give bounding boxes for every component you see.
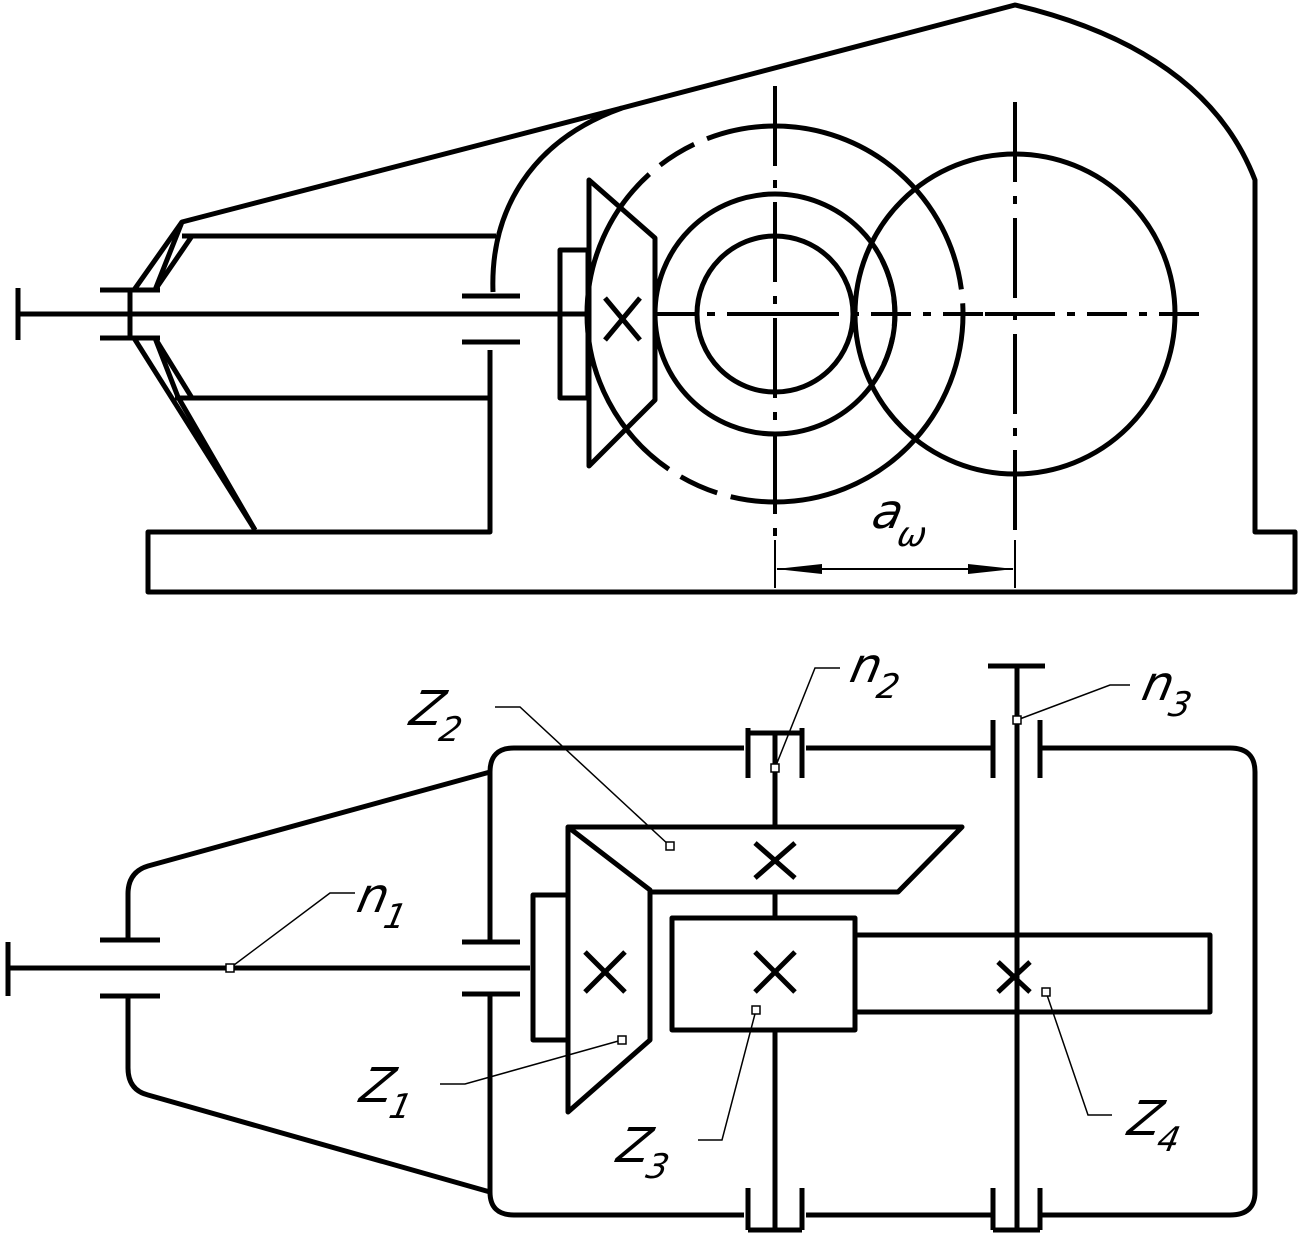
marker-n3 [1012,715,1022,725]
pinion-axis-cross-b [603,296,642,342]
z1-cross-b [583,950,627,994]
plan-input-housing-outline [125,769,491,1195]
leader-n3 [1016,684,1130,721]
plan-housing-outline [487,745,1258,1218]
plan-pinion-hub [530,892,571,1043]
marker-z4 [1041,987,1051,997]
z2-cross-b [753,841,797,880]
bevel-pinion [586,177,658,469]
plan-bevel-pinion-z1 [565,824,653,1115]
center-distance-dimension [774,540,1016,588]
label-n3: n3 [1135,656,1202,724]
label-z1: Z1 [351,1058,422,1126]
marker-n1 [225,963,235,973]
label-n2: n2 [843,638,910,706]
input-flange-outer-lower [131,336,258,532]
leader-n2 [774,667,840,769]
leader-z1 [440,1039,623,1085]
z3-cross-b [753,950,797,994]
plan-gear-z3 [669,915,858,1033]
marker-z3 [751,1005,761,1015]
input-flange-inner-upper [152,234,195,292]
housing-outline [127,2,1298,595]
leader-n1 [229,892,355,969]
housing-cover-arc [490,105,623,293]
plan-bevel-wheel-z2 [568,824,965,895]
label-z3: Z3 [608,1118,679,1186]
input-flange-outer-upper [131,220,185,292]
z4-cross-b [996,960,1032,994]
leader-z4 [1045,991,1112,1116]
plan-gear-z4 [855,932,1213,1015]
side-view [15,2,1298,595]
marker-n2 [770,763,780,773]
center-lines [655,86,1210,540]
marker-z2 [665,841,675,851]
label-aw: aω [864,484,937,554]
leader-markers [225,715,1051,1045]
label-z4: Z4 [1119,1091,1190,1159]
input-flange-inner-lower [152,336,195,400]
label-z2: Z2 [401,681,472,749]
leader-lines [229,667,1130,1141]
leader-z2 [495,706,671,847]
plan-view [5,663,1258,1233]
label-n1: n1 [350,868,417,936]
marker-z1 [617,1035,627,1045]
bevel-pinion-hub [557,247,591,401]
leader-z3 [698,1009,757,1141]
